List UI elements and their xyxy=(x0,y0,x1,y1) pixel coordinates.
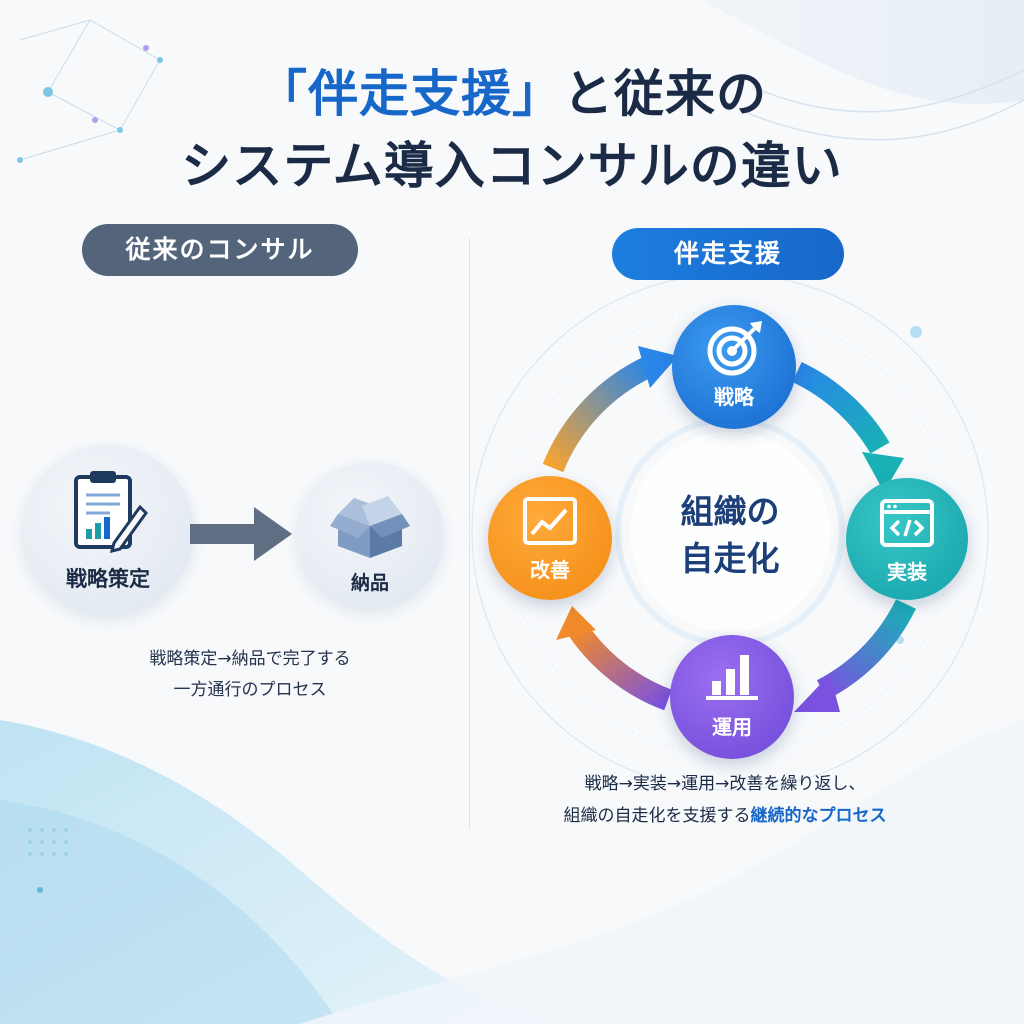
box-icon xyxy=(330,496,410,558)
title-line-1: 「伴走支援」と従来の xyxy=(0,58,1024,130)
traditional-caption-line-2: 一方通行のプロセス xyxy=(173,680,327,700)
accompaniment-caption-accent: 継続的なプロセス xyxy=(750,806,887,826)
strategy-formulation-step: 戦略策定 xyxy=(22,445,194,617)
title-highlight: 「伴走支援」 xyxy=(257,65,563,123)
improvement-node: 改善 xyxy=(488,476,612,600)
target-icon xyxy=(707,321,762,376)
accompaniment-caption-plain: 組織の自走化を支援する xyxy=(563,806,751,826)
operation-node: 運用 xyxy=(670,635,794,759)
arrowhead-implementation xyxy=(862,452,904,492)
center-text-line-1: 組織の xyxy=(680,492,780,531)
traditional-consulting-header: 従来のコンサル xyxy=(82,224,358,276)
line-chart-icon xyxy=(523,497,577,545)
strategy-node-label: 戦略 xyxy=(714,385,754,409)
delivery-label: 納品 xyxy=(350,572,389,594)
traditional-caption: 戦略策定→納品で完了する 一方通行のプロセス xyxy=(100,644,400,706)
arrow-right-icon xyxy=(190,507,292,561)
operation-node-label: 運用 xyxy=(712,715,752,739)
center-text-line-2: 自走化 xyxy=(680,539,780,578)
section-divider xyxy=(469,238,470,830)
title-line-1-rest: と従来の xyxy=(563,65,767,123)
title-line-2: システム導入コンサルの違い xyxy=(181,137,843,195)
clipboard-chart-icon xyxy=(74,471,148,554)
arrowhead-strategy xyxy=(638,346,678,388)
accompaniment-support-header: 伴走支援 xyxy=(612,228,844,280)
arrow-improvement-to-strategy xyxy=(542,356,655,473)
code-window-icon xyxy=(880,499,934,547)
accompaniment-caption: 戦略→実装→運用→改善を繰り返し、 組織の自走化を支援する継続的なプロセス xyxy=(500,768,950,832)
strategy-node: 戦略 xyxy=(672,305,796,429)
arrowhead-improvement xyxy=(556,606,596,640)
traditional-caption-line-1: 戦略策定→納品で完了する xyxy=(149,649,351,669)
bar-chart-icon xyxy=(706,655,758,700)
accompaniment-caption-line-2: 組織の自走化を支援する継続的なプロセス xyxy=(500,800,950,832)
arrow-implementation-to-operation xyxy=(816,599,916,700)
page-title: 「伴走支援」と従来の システム導入コンサルの違い xyxy=(0,58,1024,202)
organization-self-running-center: 組織の 自走化 xyxy=(630,488,830,582)
improvement-node-label: 改善 xyxy=(530,558,570,582)
strategy-formulation-label: 戦略策定 xyxy=(66,567,150,591)
implementation-node: 実装 xyxy=(846,478,968,600)
accompaniment-caption-line-1: 戦略→実装→運用→改善を繰り返し、 xyxy=(584,774,866,794)
arrowhead-operation xyxy=(794,674,840,712)
implementation-node-label: 実装 xyxy=(887,560,927,584)
arrow-strategy-to-implementation xyxy=(792,362,890,454)
delivery-step: 納品 xyxy=(296,462,444,610)
arrow-operation-to-improvement xyxy=(568,623,673,711)
